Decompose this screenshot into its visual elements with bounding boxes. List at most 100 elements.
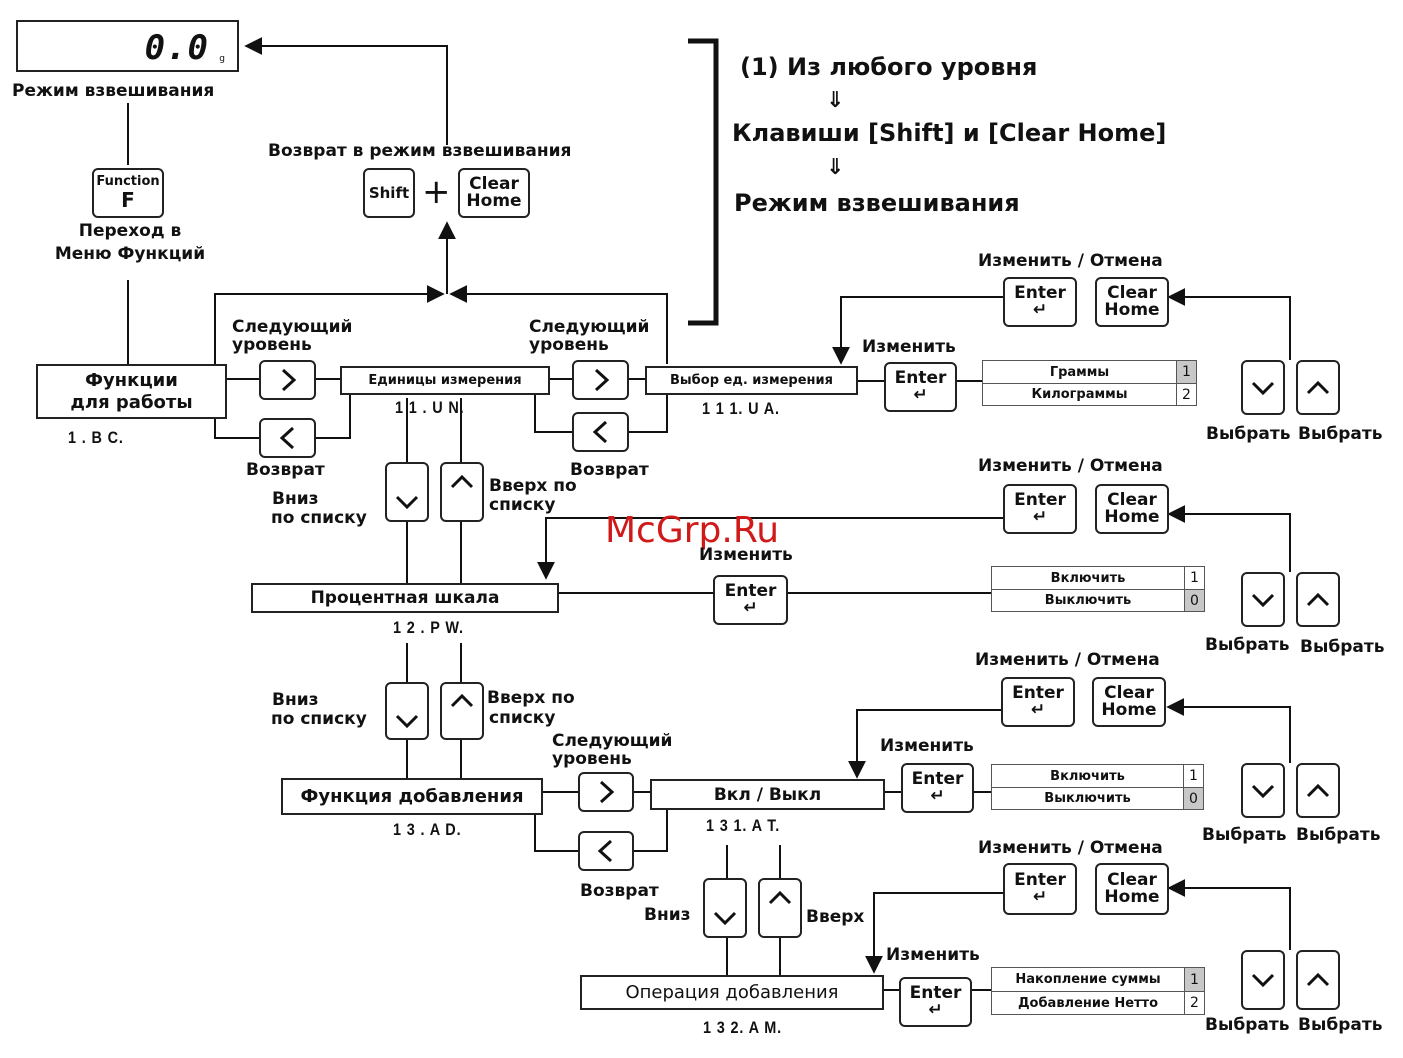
back-label-1: Возврат <box>246 460 325 480</box>
menu-work-functions-line1: Функции <box>85 369 178 391</box>
enter-key-cancel-4[interactable]: Enter ↵ <box>1003 863 1077 915</box>
down-label-1b: по списку <box>271 508 367 528</box>
enter-label: Enter <box>1012 683 1064 703</box>
option-label[interactable]: Выключить <box>992 787 1183 809</box>
plus-sign: + <box>422 172 451 212</box>
down-select-key-3[interactable] <box>1241 763 1285 818</box>
option-label[interactable]: Добавление Нетто <box>992 991 1184 1014</box>
next-level-label-1a: Следующий <box>232 317 353 337</box>
down-key-1[interactable] <box>385 462 429 522</box>
clear-home-key-4[interactable]: Clear Home <box>1095 863 1169 915</box>
chevron-up-icon <box>1306 592 1330 606</box>
next-key-1[interactable] <box>259 360 316 400</box>
select-label-2b: Выбрать <box>1300 637 1385 657</box>
home-label: Home <box>1104 300 1160 320</box>
function-key[interactable]: Function F <box>92 168 164 218</box>
menu-work-functions[interactable]: Функции для работы <box>36 364 227 419</box>
home-label: Home <box>1104 507 1160 527</box>
enter-key-1[interactable]: Enter ↵ <box>884 362 957 412</box>
clear-home-key-top[interactable]: Clear Home <box>458 168 530 218</box>
back-key-1[interactable] <box>259 418 316 458</box>
clear-label: Clear <box>1104 683 1154 703</box>
menu-unit-select[interactable]: Выбор ед. измерения <box>645 366 858 395</box>
chevron-up-icon <box>768 890 792 905</box>
option-label[interactable]: Выключить <box>992 589 1184 611</box>
option-label[interactable]: Граммы <box>1049 364 1110 380</box>
down-label-1a: Вниз <box>272 489 319 509</box>
chevron-right-icon <box>281 368 296 392</box>
menu-percent[interactable]: Процентная шкала <box>251 583 559 613</box>
enter-label: Enter <box>909 983 962 1003</box>
note-line-2: Клавиши [Shift] и [Clear Home] <box>732 119 1167 147</box>
display-unit: g <box>219 54 225 64</box>
back-label-2: Возврат <box>570 460 649 480</box>
weighing-display: 0.0 g <box>16 20 239 72</box>
up-select-key-4[interactable] <box>1296 950 1340 1010</box>
clear-home-key-3[interactable]: Clear Home <box>1092 677 1166 727</box>
next-level-label-3b: уровень <box>552 749 632 769</box>
home-label: Home <box>1101 700 1157 720</box>
chevron-down-icon <box>713 911 737 926</box>
back-key-3[interactable] <box>578 831 634 871</box>
option-label[interactable]: Накопление суммы <box>1015 972 1161 987</box>
up-select-key-1[interactable] <box>1296 360 1340 415</box>
menu-units[interactable]: Единицы измерения <box>340 366 550 395</box>
note-arrow-1: ⇓ <box>826 88 845 113</box>
home-label: Home <box>1104 887 1160 907</box>
code-units: 1 1 . U N. <box>395 398 465 417</box>
up-key-1[interactable] <box>440 462 484 522</box>
down-key-3[interactable] <box>703 878 747 938</box>
down-key-2[interactable] <box>385 682 429 740</box>
up-select-key-2[interactable] <box>1296 572 1340 627</box>
enter-return-icon: ↵ <box>743 598 758 618</box>
option-number: 1 <box>1184 567 1204 589</box>
up-key-3[interactable] <box>758 878 802 938</box>
back-key-2[interactable] <box>572 412 629 452</box>
enter-return-icon: ↵ <box>928 1000 943 1020</box>
down-select-key-1[interactable] <box>1241 360 1285 415</box>
enter-label: Enter <box>1014 490 1066 510</box>
enter-key-4[interactable]: Enter ↵ <box>899 977 972 1027</box>
menu-onoff[interactable]: Вкл / Выкл <box>650 779 885 810</box>
option-label[interactable]: Включить <box>1050 768 1125 784</box>
enter-label: Enter <box>911 769 964 789</box>
chevron-right-icon <box>599 780 615 804</box>
enter-key-cancel-2[interactable]: Enter ↵ <box>1003 484 1077 534</box>
chevron-left-icon <box>597 839 613 863</box>
option-number: 2 <box>1184 991 1204 1014</box>
menu-add-op-label: Операция добавления <box>625 982 839 1003</box>
select-label-2a: Выбрать <box>1205 635 1290 655</box>
enter-return-icon: ↵ <box>1032 300 1048 320</box>
enter-label: Enter <box>894 368 947 388</box>
down-select-key-4[interactable] <box>1241 950 1285 1010</box>
up-key-2[interactable] <box>440 682 484 740</box>
next-level-label-1b: уровень <box>232 335 312 355</box>
enter-key-cancel-3[interactable]: Enter ↵ <box>1001 677 1075 727</box>
enter-label: Enter <box>1014 870 1066 890</box>
change-label-2: Изменить <box>699 545 793 565</box>
display-value: 0.0 <box>144 28 209 68</box>
enter-key-2[interactable]: Enter ↵ <box>713 575 788 625</box>
up-select-key-3[interactable] <box>1296 763 1340 818</box>
menu-percent-label: Процентная шкала <box>310 588 500 608</box>
next-key-2[interactable] <box>572 360 629 400</box>
option-label[interactable]: Включить <box>1050 570 1126 586</box>
down-select-key-2[interactable] <box>1241 572 1285 627</box>
option-label[interactable]: Килограммы <box>983 383 1176 405</box>
clear-home-key-1[interactable]: Clear Home <box>1095 277 1169 327</box>
enter-key-cancel-1[interactable]: Enter ↵ <box>1003 277 1077 327</box>
next-key-3[interactable] <box>578 772 634 812</box>
shift-key[interactable]: Shift <box>363 168 415 218</box>
code-unit-select: 1 1 1. U A. <box>702 399 780 418</box>
up-label-3: Вверх <box>806 907 865 927</box>
shift-key-label: Shift <box>368 184 410 202</box>
menu-unit-select-label: Выбор ед. измерения <box>670 373 833 388</box>
code-onoff: 1 3 1. A T. <box>706 816 781 835</box>
option-number: 1 <box>1183 765 1203 787</box>
clear-home-key-2[interactable]: Clear Home <box>1095 484 1169 534</box>
function-key-top: Function <box>96 174 160 189</box>
menu-addition[interactable]: Функция добавления <box>281 778 543 815</box>
enter-key-3[interactable]: Enter ↵ <box>901 763 974 813</box>
menu-add-op[interactable]: Операция добавления <box>580 975 884 1010</box>
